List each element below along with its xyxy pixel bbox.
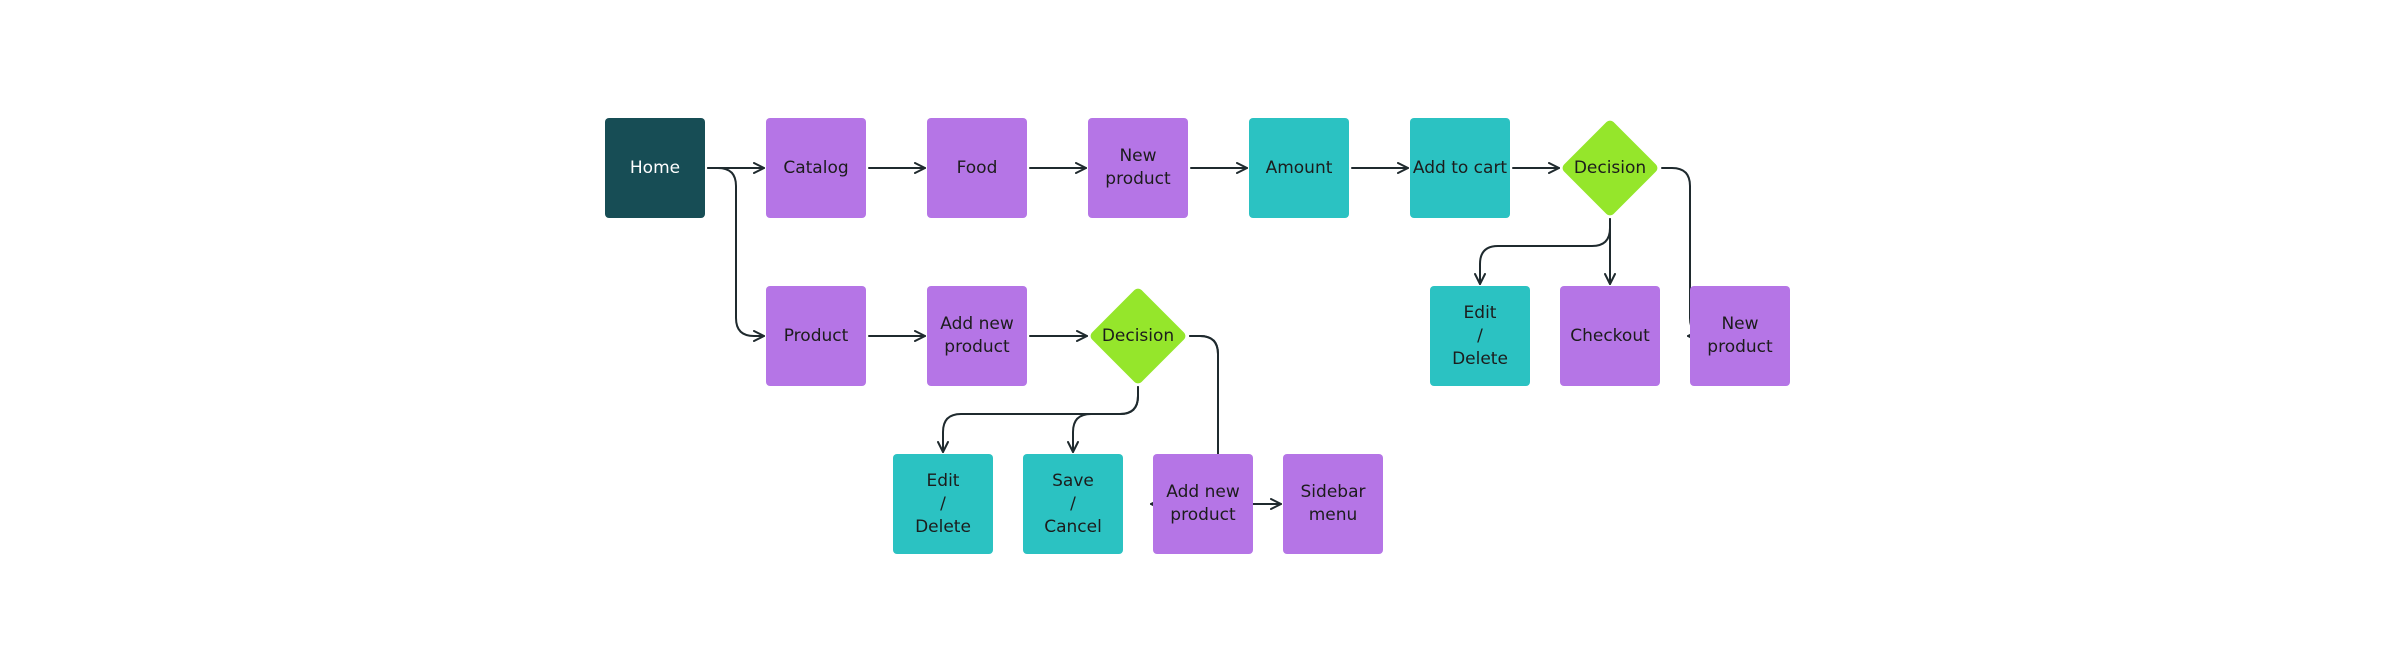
connector-decision-2-to-edit-delete-2 — [937, 386, 1139, 453]
add-new-product-node-child-label: Add new product — [1166, 482, 1240, 525]
catalog-node: Catalog — [766, 118, 866, 218]
add-new-product-node-label: Add new product — [940, 314, 1014, 357]
decision-node-product: Decision — [1088, 286, 1188, 386]
new-product-node: New product — [1088, 118, 1188, 218]
add-to-cart-node: Add to cart — [1410, 118, 1510, 218]
edit-delete-node-product-label: Edit / Delete — [915, 470, 971, 537]
product-node-label: Product — [783, 325, 849, 346]
new-product-node-cart-label: New product — [1707, 314, 1773, 357]
save-cancel-node: Save / Cancel — [1023, 454, 1123, 554]
home-node: Home — [605, 118, 705, 218]
edit-delete-node-cart: Edit / Delete — [1430, 286, 1530, 386]
sidebar-menu-node: Sidebar menu — [1283, 454, 1383, 554]
checkout-node-label: Checkout — [1570, 325, 1650, 346]
edit-delete-node-cart-label: Edit / Delete — [1452, 302, 1508, 369]
add-new-product-node: Add new product — [927, 286, 1027, 386]
add-to-cart-node-label: Add to cart — [1412, 157, 1508, 178]
amount-node: Amount — [1249, 118, 1349, 218]
sidebar-menu-node-label: Sidebar menu — [1300, 482, 1366, 525]
home-node-label: Home — [629, 157, 681, 178]
decision-node-product-label: Decision — [1101, 325, 1175, 346]
new-product-node-label: New product — [1105, 146, 1171, 189]
edit-delete-node-product: Edit / Delete — [893, 454, 993, 554]
add-new-product-node-child: Add new product — [1153, 454, 1253, 554]
food-node-label: Food — [956, 157, 998, 178]
save-cancel-node-label: Save / Cancel — [1044, 470, 1102, 537]
connector-decision-1-to-edit-delete-1 — [1474, 218, 1611, 285]
connector-decision-2-to-save-cancel — [1067, 386, 1139, 453]
decision-node-cart-label: Decision — [1573, 157, 1647, 178]
new-product-node-cart: New product — [1690, 286, 1790, 386]
amount-node-label: Amount — [1265, 157, 1333, 178]
decision-node-cart: Decision — [1560, 118, 1660, 218]
connector-home-to-product — [707, 167, 765, 342]
product-node: Product — [766, 286, 866, 386]
checkout-node: Checkout — [1560, 286, 1660, 386]
food-node: Food — [927, 118, 1027, 218]
catalog-node-label: Catalog — [783, 157, 849, 178]
